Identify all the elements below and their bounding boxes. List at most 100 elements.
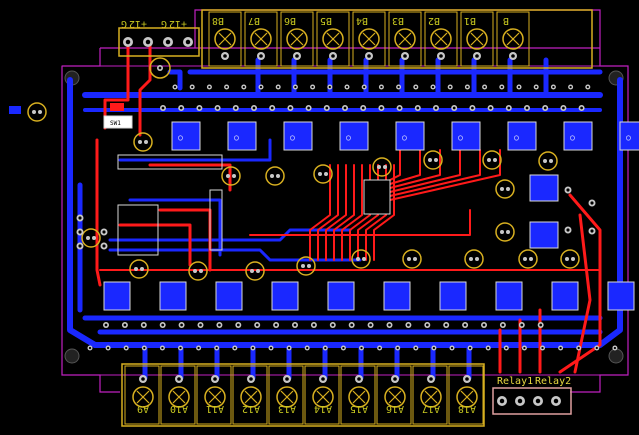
transistor-pin — [362, 257, 366, 261]
terminal-label: B3 — [392, 15, 404, 26]
pad-hole — [218, 323, 221, 327]
power-connector[interactable]: G +12 G +12 — [118, 18, 200, 79]
screw-icon — [286, 28, 308, 50]
power-trace — [167, 69, 183, 91]
pad-hole — [535, 85, 538, 89]
trimmer-pot — [495, 281, 523, 311]
screw-icon — [456, 386, 478, 408]
pad-hole — [590, 229, 594, 233]
pot-text: ○ — [346, 133, 351, 142]
trimmer-pot — [551, 281, 579, 311]
bus-trace — [309, 164, 331, 261]
bus-trace — [325, 164, 347, 261]
transistor-pin — [428, 158, 432, 162]
trimmer-pot — [529, 221, 559, 249]
terminal-label: A14 — [314, 403, 332, 414]
terminal-cell — [388, 11, 422, 67]
transistor — [372, 157, 392, 177]
screw-slot — [254, 32, 268, 46]
screw-icon — [250, 28, 272, 50]
pad-hole — [328, 85, 331, 89]
pad-hole — [388, 323, 391, 327]
terminal-cell — [268, 365, 304, 425]
trimmer-pot — [159, 281, 187, 311]
transistor-pin — [226, 174, 230, 178]
terminal-label: B6 — [284, 15, 296, 26]
terminal-label: B2 — [428, 15, 440, 26]
terminal-cell — [448, 365, 484, 425]
terminal-cell — [376, 365, 412, 425]
transistor-pin — [523, 257, 527, 261]
terminal-cell — [208, 11, 242, 67]
transistor — [482, 150, 502, 170]
pot-text: ○ — [626, 133, 631, 142]
switch-actuator — [110, 103, 124, 111]
bus-trace — [341, 164, 363, 261]
pad-hole — [449, 85, 452, 89]
transistor-pin — [134, 267, 138, 271]
trimmer-pot — [619, 121, 639, 151]
pad-hole — [215, 346, 218, 350]
power-housing — [118, 27, 200, 57]
pad-hole — [525, 106, 529, 110]
transistor-pin — [138, 140, 142, 144]
pad-hole — [102, 230, 106, 234]
pad-hole — [270, 106, 274, 110]
pad-hole — [208, 85, 211, 89]
transistor-pin — [469, 257, 473, 261]
transistor — [245, 261, 265, 281]
pad-hole — [475, 54, 479, 58]
transistor-pin — [549, 159, 553, 163]
terminal-label: A11 — [206, 403, 224, 414]
terminal-label: A15 — [350, 403, 368, 414]
transistor-pin — [565, 257, 569, 261]
pad-hole — [197, 346, 200, 350]
transistor-pin — [307, 264, 311, 268]
terminal-cell — [196, 365, 232, 425]
bus-trace — [389, 149, 401, 181]
pad-hole — [499, 398, 505, 404]
pad-hole — [213, 377, 217, 381]
pad-hole — [397, 85, 400, 89]
transistor-pin — [276, 174, 280, 178]
pad-hole — [306, 346, 309, 350]
screw-slot — [316, 390, 330, 404]
pot-text: ○ — [402, 133, 407, 142]
transistor-pin — [193, 269, 197, 273]
pad-hole — [360, 346, 363, 350]
pad-hole — [450, 346, 454, 350]
screw-icon — [420, 386, 442, 408]
pad-hole — [562, 106, 565, 110]
trimmer-pot — [507, 121, 537, 151]
screw-slot — [244, 390, 258, 404]
transistor-pin — [543, 159, 547, 163]
transistor — [133, 132, 153, 152]
trimmer-pot — [215, 281, 243, 311]
pad-hole — [463, 323, 467, 327]
mid-trace-4 — [128, 198, 222, 257]
transistor — [221, 166, 241, 186]
pad-hole — [343, 106, 347, 110]
pad-hole — [523, 346, 526, 350]
pad-hole — [350, 323, 354, 327]
relay-connector[interactable]: Relay1 Relay2 — [492, 376, 572, 415]
pad-hole — [199, 323, 202, 327]
bus-trace — [389, 149, 501, 201]
pad-hole — [361, 106, 365, 110]
pad-hole — [78, 230, 82, 234]
transistor-pin — [529, 257, 533, 261]
component-layer[interactable]: ○○○○○○○○○SW1 — [9, 84, 639, 351]
screw-icon — [322, 28, 344, 50]
terminal-label: A18 — [458, 403, 476, 414]
pad-hole — [345, 85, 349, 89]
transistor-pin — [356, 257, 360, 261]
pad-hole — [566, 228, 570, 232]
transistor — [81, 228, 101, 248]
pad-hole — [393, 377, 397, 381]
pad-hole — [414, 346, 417, 350]
terminal-label: A16 — [386, 403, 404, 414]
pad-hole — [586, 85, 589, 89]
